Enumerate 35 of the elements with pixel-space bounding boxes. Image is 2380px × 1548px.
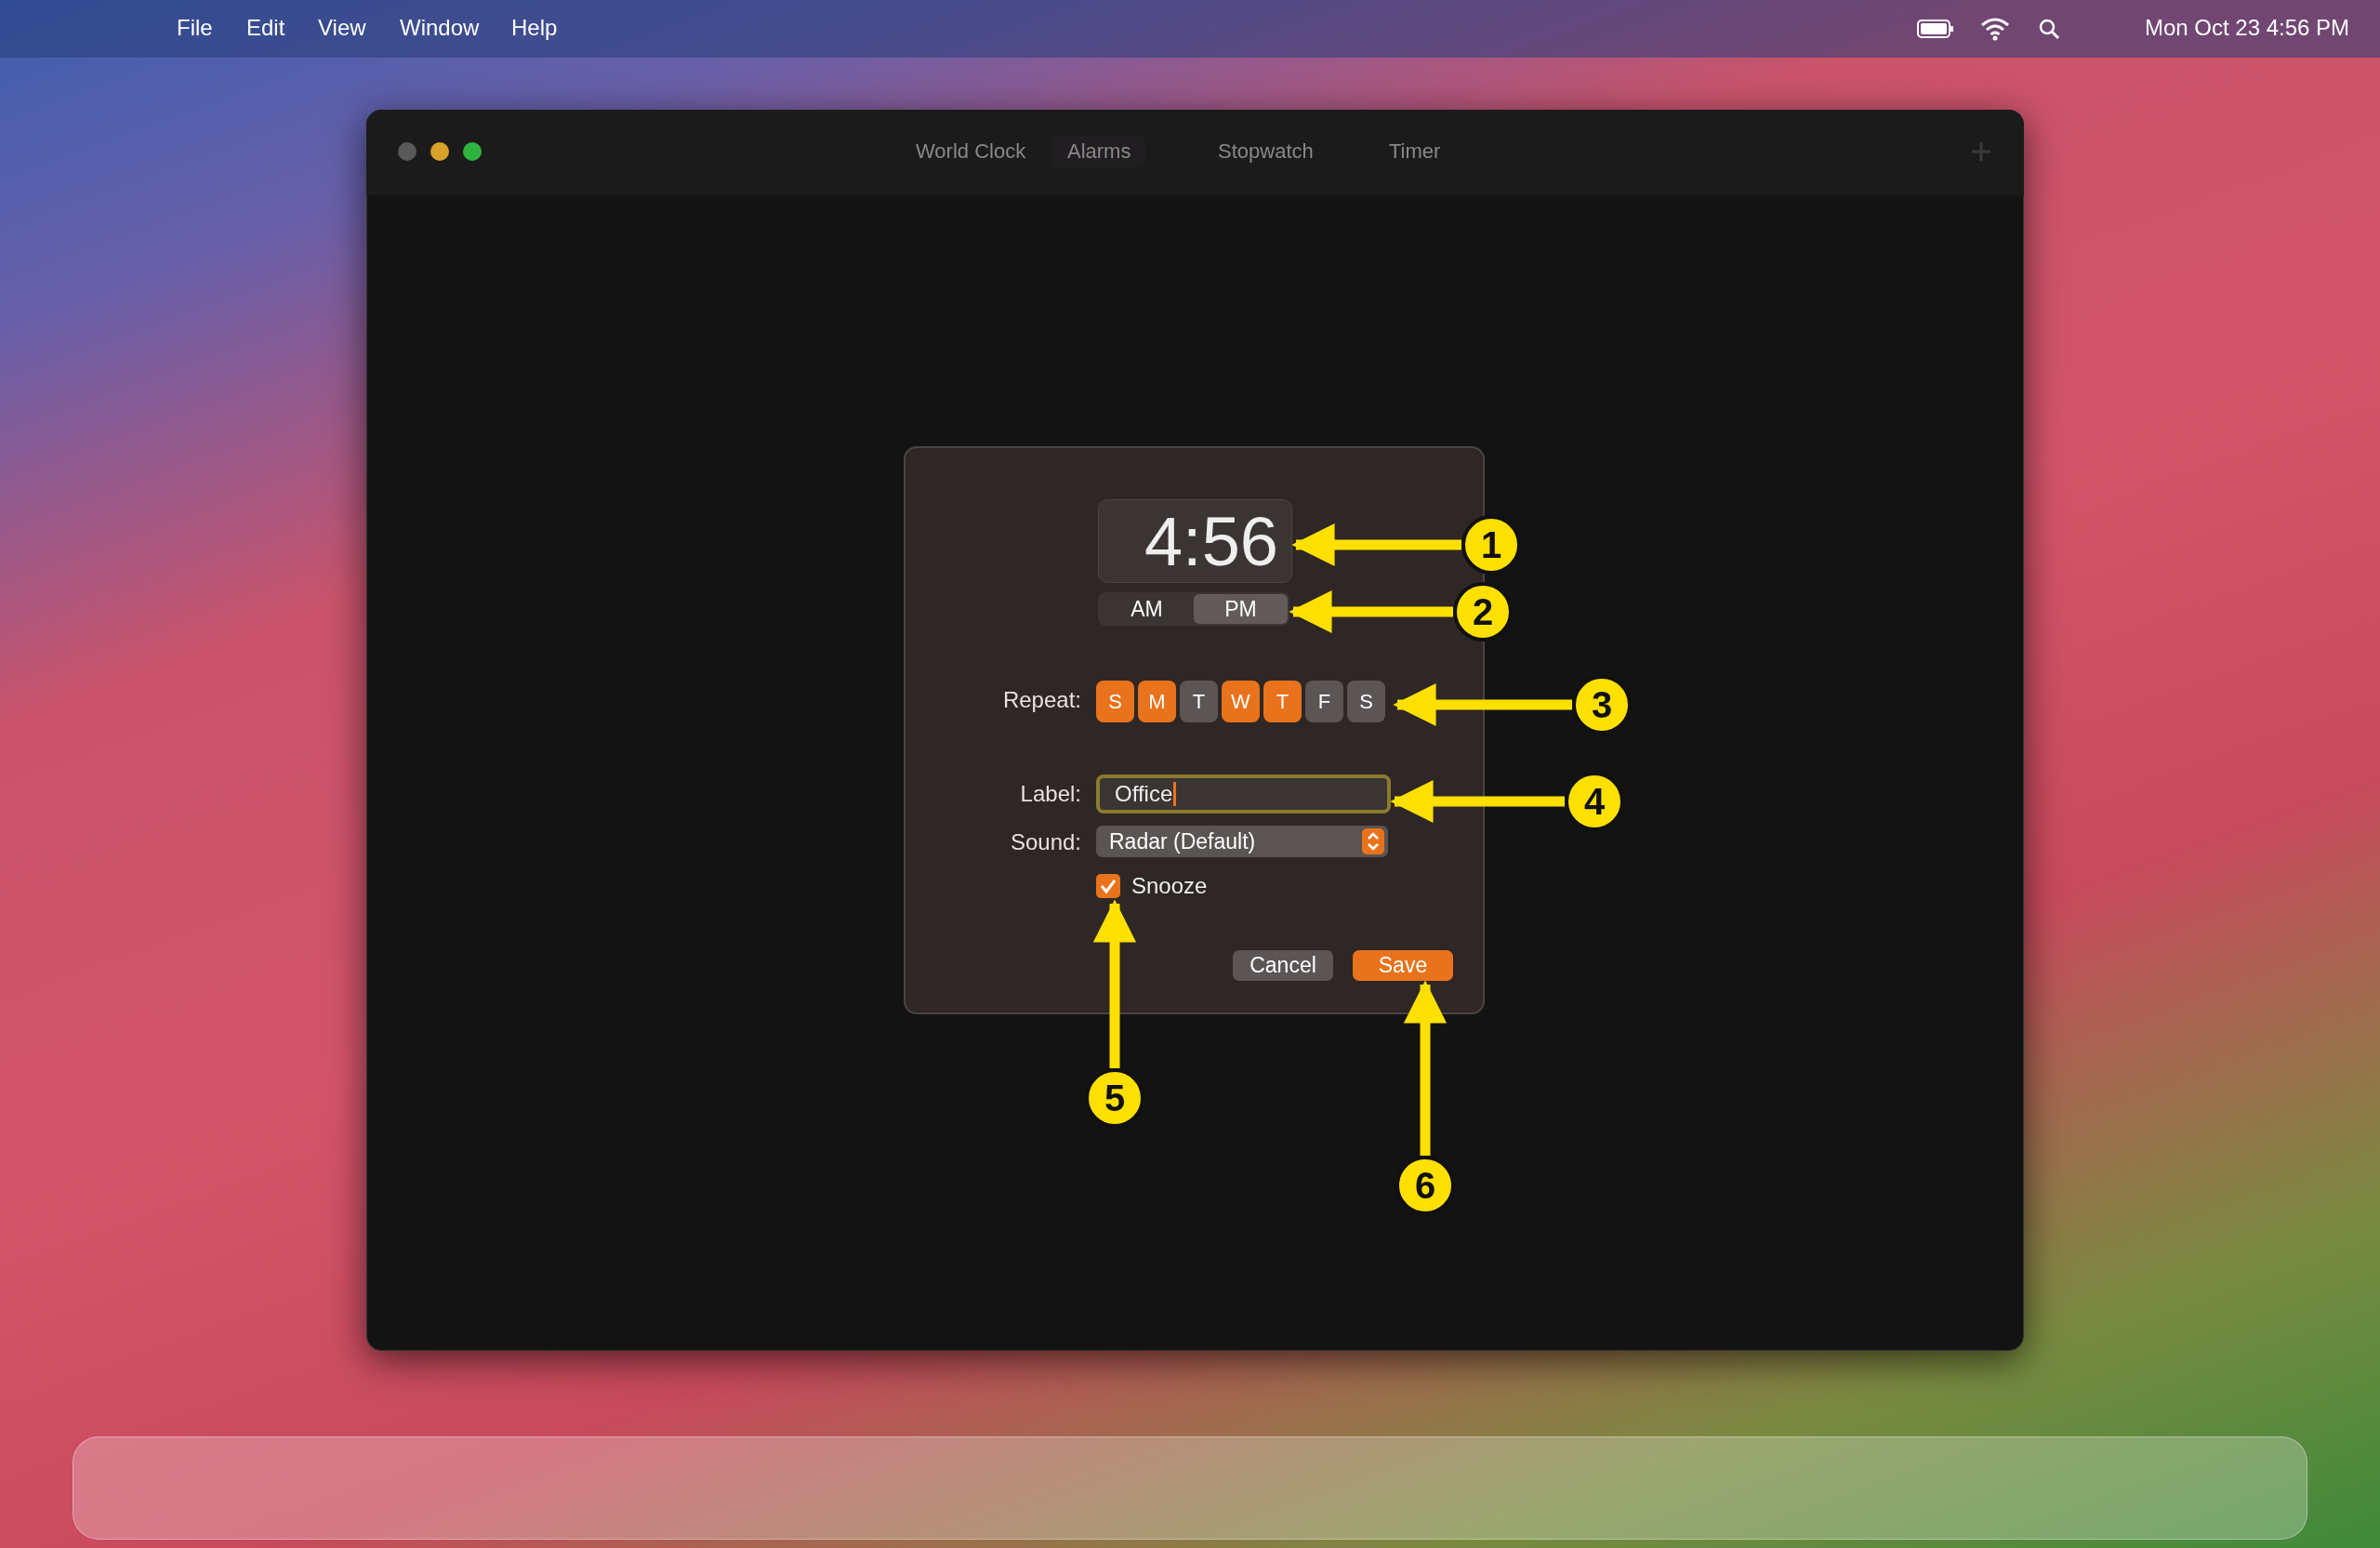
day-toggle: S xyxy=(1347,681,1385,722)
toggle-option: AM xyxy=(1100,594,1194,624)
menu-clock: Mon Oct 23 4:56 PM xyxy=(2145,15,2350,41)
input-field: Office xyxy=(1096,774,1391,814)
day-toggle: T xyxy=(1180,681,1218,722)
menu-item: File xyxy=(177,15,213,41)
cancel-button: Cancel xyxy=(1233,950,1333,981)
day-toggle: S xyxy=(1096,681,1134,722)
snooze-checkbox: Snooze xyxy=(1096,872,1208,900)
toggle-option: PM xyxy=(1194,594,1288,624)
arrow xyxy=(1289,589,1453,634)
day-toggle: M xyxy=(1138,681,1176,722)
field-label: Repeat: xyxy=(1001,687,1081,713)
arrow xyxy=(1390,779,1565,824)
tab-label: Timer xyxy=(1389,139,1441,164)
popup-button: Radar (Default) xyxy=(1096,826,1388,857)
arrow xyxy=(1291,523,1461,567)
tab: Alarms xyxy=(1052,136,1146,167)
field-label: Sound: xyxy=(1009,829,1081,855)
menu-item: Help xyxy=(511,15,558,41)
day-toggle: F xyxy=(1305,681,1343,722)
day-toggle: W xyxy=(1222,681,1260,722)
arrow xyxy=(1092,899,1137,1068)
time-field: 4:56 xyxy=(1098,499,1292,583)
am-pm-toggle xyxy=(1098,592,1289,626)
menu-item: Edit xyxy=(246,15,285,41)
menu-item: View xyxy=(318,15,366,41)
arrow xyxy=(1393,682,1572,727)
save-button: Save xyxy=(1353,950,1453,981)
field-label: Label: xyxy=(1019,781,1081,807)
tab-label: World Clock xyxy=(916,139,1026,164)
menu-item: Window xyxy=(400,15,480,41)
arrow xyxy=(1403,980,1448,1156)
tab-label: Stopwatch xyxy=(1218,139,1314,164)
day-toggle: T xyxy=(1263,681,1302,722)
